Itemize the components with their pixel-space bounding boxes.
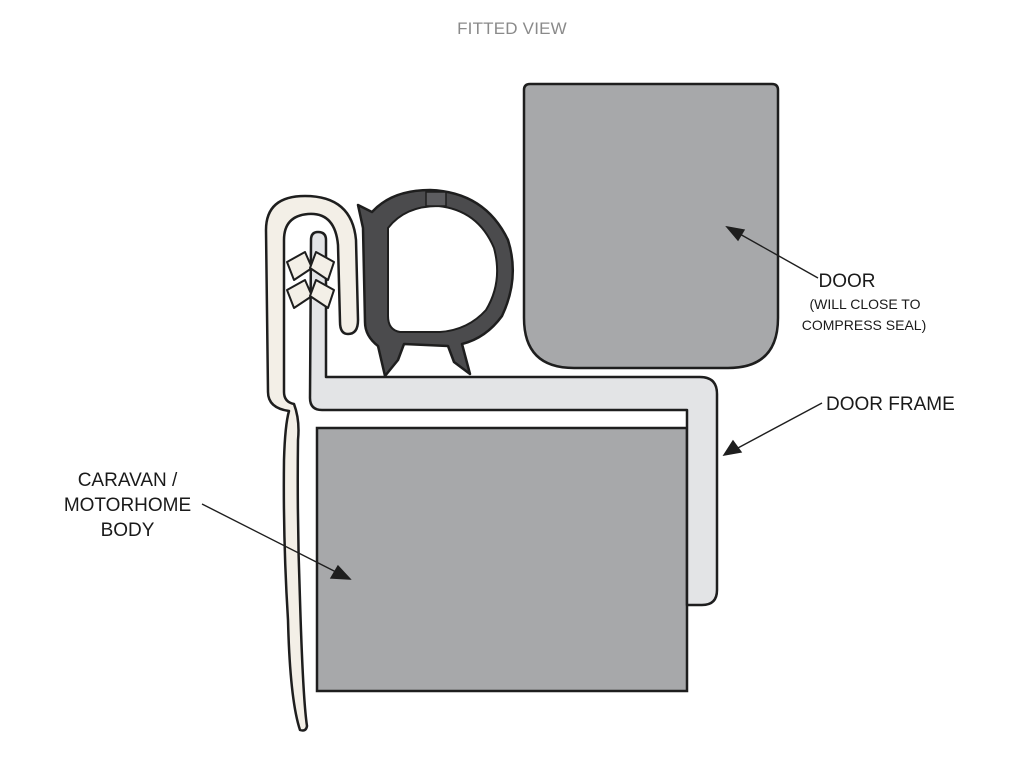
door-note-line2: COMPRESS SEAL) <box>801 317 927 333</box>
door-arrowhead <box>725 225 746 242</box>
door-panel <box>522 82 780 370</box>
body-label-line3: BODY <box>100 520 155 541</box>
trim-grip-fins <box>286 251 335 309</box>
door-frame-label: DOOR FRAME <box>826 394 955 415</box>
body-leader-line <box>201 503 339 574</box>
door-leader-line <box>737 232 819 279</box>
body-label-line2: MOTORHOME <box>63 495 192 516</box>
door-frame-leader-line <box>735 402 823 450</box>
body-arrowhead <box>329 564 352 580</box>
page-title: FITTED VIEW <box>457 19 567 38</box>
bulb-seal-notch <box>425 191 447 207</box>
body-label-line1: CARAVAN / <box>77 470 178 491</box>
caravan-body-panel <box>315 426 689 693</box>
leader-lines <box>201 225 823 580</box>
door-note-line1: (WILL CLOSE TO <box>809 296 921 312</box>
door-label: DOOR <box>818 271 876 292</box>
door-frame-arrowhead <box>722 439 743 456</box>
door-frame-profile <box>308 230 719 607</box>
